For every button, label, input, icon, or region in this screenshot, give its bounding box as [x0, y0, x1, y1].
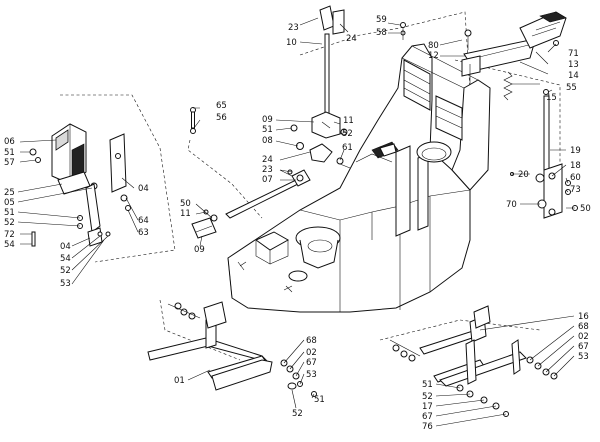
callout-67-l: 67: [306, 358, 317, 368]
callout-68-l: 68: [306, 336, 317, 346]
middle-linkage: [225, 169, 311, 219]
callout-73: 73: [570, 185, 581, 195]
callout-53-left: 53: [60, 279, 71, 289]
left-pedal-assembly: [29, 123, 131, 247]
callout-61: 61: [342, 143, 353, 153]
callout-60: 60: [570, 173, 581, 183]
right-bracket: [510, 163, 578, 219]
callout-08: 08: [262, 136, 273, 146]
callout-53-r: 53: [578, 352, 589, 362]
callout-24-mid: 24: [262, 155, 273, 165]
callout-51-mid: 51: [262, 125, 273, 135]
callout-labels: 23 24 10 59 58 80 12 71 13 14 15 55 65 5…: [4, 15, 591, 432]
callout-51-b: 51: [4, 208, 15, 218]
callout-59: 59: [376, 15, 387, 25]
callout-11-mid: 11: [343, 116, 354, 126]
callout-52-r: 52: [422, 392, 433, 402]
callout-65: 65: [216, 101, 227, 111]
callout-24-top: 24: [346, 34, 357, 44]
callout-63: 63: [138, 228, 149, 238]
callout-23-top: 23: [288, 23, 299, 33]
callout-18: 18: [570, 161, 581, 171]
callout-54-a: 54: [4, 240, 15, 250]
callout-55: 55: [566, 83, 577, 93]
callout-76: 76: [422, 422, 433, 432]
callout-64: 64: [138, 216, 149, 226]
callout-07: 07: [262, 175, 273, 185]
callout-20: 20: [518, 170, 529, 180]
callout-19: 19: [570, 146, 581, 156]
callout-23-mid: 23: [262, 165, 273, 175]
callout-56: 56: [216, 113, 227, 123]
callout-09-left: 09: [194, 245, 205, 255]
callout-80: 80: [428, 41, 439, 51]
callout-15: 15: [546, 93, 557, 103]
callout-14: 14: [568, 71, 579, 81]
assembly-boundaries: [60, 11, 561, 361]
callout-17: 17: [422, 402, 433, 412]
callout-04-right: 04: [138, 184, 149, 194]
leader-lines: [17, 17, 575, 427]
callout-51-l: 51: [314, 395, 325, 405]
callout-52-mid: 52: [342, 129, 353, 139]
callout-12: 12: [428, 51, 439, 61]
callout-13: 13: [568, 60, 579, 70]
callout-72: 72: [4, 230, 15, 240]
left-lower-frame: [147, 301, 317, 397]
callout-06: 06: [4, 137, 15, 147]
callout-05: 05: [4, 198, 15, 208]
callout-02-l: 02: [306, 348, 317, 358]
callout-67-r2: 67: [422, 412, 433, 422]
callout-25: 25: [4, 188, 15, 198]
rear-lever-assembly: [400, 11, 567, 205]
callout-68-r: 68: [578, 322, 589, 332]
callout-54-b: 54: [60, 254, 71, 264]
callout-58: 58: [376, 28, 387, 38]
callout-10: 10: [286, 38, 297, 48]
callout-09-mid: 09: [262, 115, 273, 125]
console-body: [227, 43, 491, 313]
callout-11-left: 11: [180, 209, 191, 219]
right-lower-frame: [389, 305, 558, 417]
callout-04-left: 04: [60, 242, 71, 252]
callout-16: 16: [578, 312, 589, 322]
callout-50-right: 50: [580, 204, 591, 214]
callout-02-r: 02: [578, 332, 589, 342]
callout-57: 57: [4, 158, 15, 168]
callout-51-a: 51: [4, 148, 15, 158]
callout-71: 71: [568, 49, 579, 59]
callout-67-r1: 67: [578, 342, 589, 352]
left-clamp-parts: [191, 209, 218, 239]
callout-52-b: 52: [60, 266, 71, 276]
vertical-bolt: [190, 107, 196, 134]
callout-52-a: 52: [4, 218, 15, 228]
callout-53-l: 53: [306, 370, 317, 380]
central-rod-assembly: [290, 5, 351, 169]
callout-70: 70: [506, 200, 517, 210]
callout-01: 01: [174, 376, 185, 386]
callout-50-left: 50: [180, 199, 191, 209]
callout-52-l: 52: [292, 409, 303, 419]
callout-51-r: 51: [422, 380, 433, 390]
